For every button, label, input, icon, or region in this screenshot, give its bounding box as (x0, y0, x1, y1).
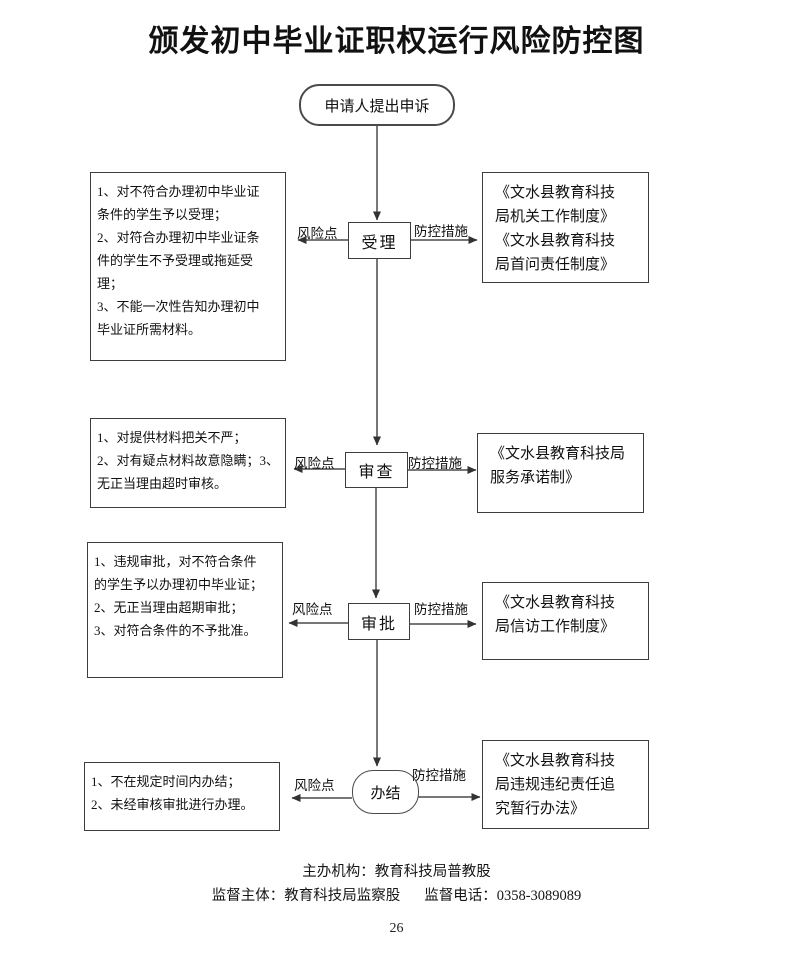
risk-point-label-1: 风险点 (297, 226, 338, 241)
risk-point-label-3: 风险点 (292, 602, 333, 617)
risk-box-2: 1、对提供材料把关不严； 2、对有疑点材料故意隐瞒；3、 无正当理由超时审核。 (90, 418, 286, 508)
node-approve-label: 审批 (360, 615, 397, 633)
start-node-label: 申请人提出申诉 (324, 98, 430, 115)
risk-box-3: 1、违规审批，对不符合条件 的学生予以办理初中毕业证； 2、无正当理由超期审批；… (87, 542, 283, 678)
footer-phone-label: 监督电话： (424, 888, 497, 904)
risk-box-4: 1、不在规定时间内办结； 2、未经审核审批进行办理。 (84, 762, 280, 831)
control-measure-label-4: 防控措施 (412, 768, 466, 783)
measure-box-3: 《文水县教育科技 局信访工作制度》 (482, 582, 649, 660)
page-number: 26 (389, 921, 404, 936)
node-complete-label: 办结 (370, 785, 401, 802)
node-review: 审查 (345, 452, 408, 488)
measure-box-2: 《文水县教育科技局 服务承诺制》 (477, 433, 644, 513)
footer-supervisor: 监督主体：教育科技局监察股 (211, 888, 401, 904)
measure-box-1: 《文水县教育科技 局机关工作制度》 《文水县教育科技 局首问责任制度》 (482, 172, 649, 283)
node-complete: 办结 (352, 770, 419, 814)
control-measure-label-1: 防控措施 (414, 224, 468, 239)
node-accept-label: 受理 (361, 234, 398, 252)
page-title: 颁发初中毕业证职权运行风险防控图 (148, 25, 645, 58)
control-measure-label-3: 防控措施 (414, 602, 468, 617)
footer-supervisor-line: 监督主体：教育科技局监察股 监督电话：0358-3089089 (0, 884, 793, 905)
footer-organizer: 主办机构：教育科技局普教股 (302, 864, 491, 880)
risk-box-1: 1、对不符合办理初中毕业证 条件的学生予以受理； 2、对符合办理初中毕业证条 件… (90, 172, 286, 361)
node-approve: 审批 (348, 603, 410, 640)
footer-organizer-line: 主办机构：教育科技局普教股 (0, 860, 793, 881)
risk-point-label-4: 风险点 (294, 778, 335, 793)
measure-box-4: 《文水县教育科技 局违规违纪责任追 究暂行办法》 (482, 740, 649, 829)
node-accept: 受理 (348, 222, 411, 259)
footer-phone: 0358-3089089 (496, 888, 582, 904)
start-node: 申请人提出申诉 (299, 84, 455, 126)
control-measure-label-2: 防控措施 (408, 456, 462, 471)
node-review-label: 审查 (358, 464, 395, 481)
risk-point-label-2: 风险点 (294, 456, 335, 471)
